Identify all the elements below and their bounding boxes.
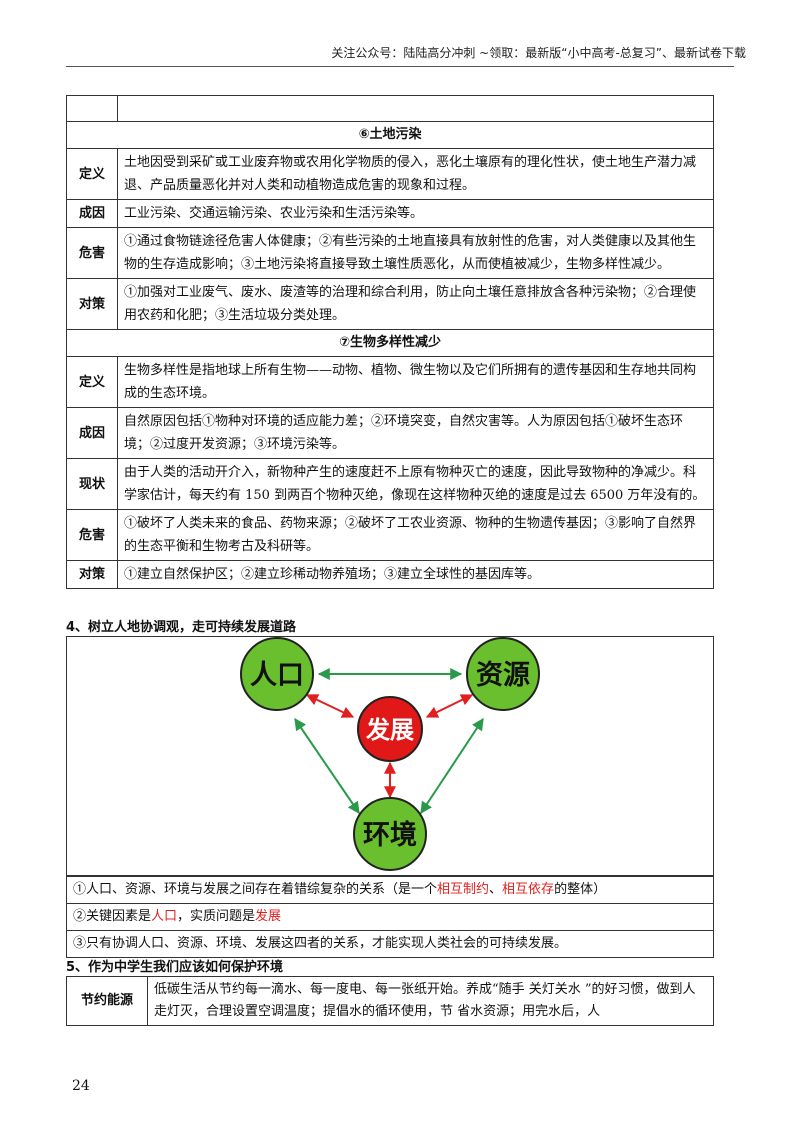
label-development: 发展 xyxy=(365,716,414,744)
row-label: 成因 xyxy=(66,199,118,228)
row-text: 低碳生活从节约每一滴水、每一度电、每一张纸开始。养成“随手 关灯关水 ”的好习惯… xyxy=(147,976,714,1026)
note-2: ②关键因素是人口，实质问题是发展 xyxy=(66,903,714,931)
row-label: 危害 xyxy=(66,509,118,561)
arrow-population-environment xyxy=(294,718,360,814)
empty-cell xyxy=(66,95,118,122)
note-highlight: 人口 xyxy=(151,909,178,924)
table-row: 定义 土地因受到采矿或工业废弃物或农用化学物质的侵入，恶化土壤原有的理化性状，使… xyxy=(66,148,714,200)
row-label: 节约能源 xyxy=(66,976,148,1026)
row-label: 危害 xyxy=(66,227,118,279)
row-text: ①破坏了人类未来的食品、药物来源；②破坏了工农业资源、物种的生物遗传基因；③影响… xyxy=(117,509,714,561)
note-text: ①人口、资源、环境与发展之间存在着错综复杂的关系（是一个 xyxy=(73,882,438,897)
table-row: 节约能源 低碳生活从节约每一滴水、每一度电、每一张纸开始。养成“随手 关灯关水 … xyxy=(66,976,714,1026)
table-row: 成因 工业污染、交通运输污染、农业污染和生活污染等。 xyxy=(66,199,714,228)
row-label: 对策 xyxy=(66,278,118,330)
table-row: 现状 由于人类的活动开介入，新物种产生的速度赶不上原有物种灭亡的速度，因此导致物… xyxy=(66,458,714,510)
note-highlight: 发展 xyxy=(255,909,282,924)
page-header: 关注公众号：陆陆高分冲刺 ~领取：最新版“小中高考-总复习”、最新试卷下载 xyxy=(331,46,746,60)
row-text: ①建立自然保护区；②建立珍稀动物养殖场；③建立全球性的基因库等。 xyxy=(117,560,714,589)
note-text: ，实质问题是 xyxy=(177,909,256,924)
diagram-svg: 人口 资源 发展 环境 xyxy=(240,637,540,871)
row-text: ①通过食物链途径危害人体健康；②有些污染的土地直接具有放射性的危害，对人类健康以… xyxy=(117,227,714,279)
header-divider xyxy=(66,66,734,67)
section-title-soil: ⑥土地污染 xyxy=(66,121,714,149)
row-label: 成因 xyxy=(66,407,118,459)
label-population: 人口 xyxy=(250,660,304,691)
note-highlight: 相互制约 xyxy=(437,882,490,897)
row-text: 自然原因包括①物种对环境的适应能力差；②环境突变，自然灾害等。人为原因包括①破坏… xyxy=(117,407,714,459)
row-text: ①加强对工业废气、废水、废渣等的治理和综合利用，防止向土壤任意排放含各种污染物；… xyxy=(117,278,714,330)
row-label: 对策 xyxy=(66,560,118,589)
table-row: 定义 生物多样性是指地球上所有生物——动物、植物、微生物以及它们所拥有的遗传基因… xyxy=(66,356,714,408)
note-row: ②关键因素是人口，实质问题是发展 xyxy=(66,903,714,931)
row-label: 定义 xyxy=(66,356,118,408)
arrow-population-development xyxy=(305,694,355,718)
row-text: 工业污染、交通运输污染、农业污染和生活污染等。 xyxy=(117,199,714,228)
pollution-table: ⑥土地污染 定义 土地因受到采矿或工业废弃物或农用化学物质的侵入，恶化土壤原有的… xyxy=(66,95,714,589)
label-resources: 资源 xyxy=(476,660,530,691)
section-4-heading: 4、树立人地协调观，走可持续发展道路 xyxy=(66,620,297,635)
note-row: ①人口、资源、环境与发展之间存在着错综复杂的关系（是一个相互制约、相互依存的整体… xyxy=(66,876,714,904)
note-3: ③只有协调人口、资源、环境、发展这四者的关系，才能实现人类社会的可持续发展。 xyxy=(66,930,714,958)
relationship-notes: ①人口、资源、环境与发展之间存在着错综复杂的关系（是一个相互制约、相互依存的整体… xyxy=(66,876,714,958)
row-text: 土地因受到采矿或工业废弃物或农用化学物质的侵入，恶化土壤原有的理化性状，使土地生… xyxy=(117,148,714,200)
row-label: 定义 xyxy=(66,148,118,200)
empty-cell xyxy=(117,95,714,122)
table-row: 对策 ①加强对工业废气、废水、废渣等的治理和综合利用，防止向土壤任意排放含各种污… xyxy=(66,278,714,330)
table-row: 对策 ①建立自然保护区；②建立珍稀动物养殖场；③建立全球性的基因库等。 xyxy=(66,560,714,589)
page-number: 24 xyxy=(72,1078,90,1094)
arrow-resources-development xyxy=(425,694,474,718)
note-1: ①人口、资源、环境与发展之间存在着错综复杂的关系（是一个相互制约、相互依存的整体… xyxy=(66,876,714,904)
relationship-diagram: 人口 资源 发展 环境 xyxy=(66,636,714,876)
note-highlight: 相互依存 xyxy=(502,882,555,897)
section-5-heading: 5、作为中学生我们应该如何保护环境 xyxy=(66,960,284,975)
node-population xyxy=(240,637,314,711)
section-title-row: ⑦生物多样性减少 xyxy=(66,329,714,357)
node-resources xyxy=(466,637,540,711)
note-text: 的整体） xyxy=(554,882,607,897)
note-text: 、 xyxy=(489,882,503,897)
row-text: 由于人类的活动开介入，新物种产生的速度赶不上原有物种灭亡的速度，因此导致物种的净… xyxy=(117,458,714,510)
table-row: 危害 ①通过食物链途径危害人体健康；②有些污染的土地直接具有放射性的危害，对人类… xyxy=(66,227,714,279)
section-title-biodiversity: ⑦生物多样性减少 xyxy=(66,329,714,357)
table-row: 危害 ①破坏了人类未来的食品、药物来源；②破坏了工农业资源、物种的生物遗传基因；… xyxy=(66,509,714,561)
row-text: 生物多样性是指地球上所有生物——动物、植物、微生物以及它们所拥有的遗传基因和生存… xyxy=(117,356,714,408)
label-environment: 环境 xyxy=(363,820,417,851)
note-text: ②关键因素是 xyxy=(73,909,152,924)
arrow-resources-environment xyxy=(420,717,484,815)
note-row: ③只有协调人口、资源、环境、发展这四者的关系，才能实现人类社会的可持续发展。 xyxy=(66,930,714,958)
table-row: 成因 自然原因包括①物种对环境的适应能力差；②环境突变，自然灾害等。人为原因包括… xyxy=(66,407,714,459)
empty-row xyxy=(66,95,714,122)
section-title-row: ⑥土地污染 xyxy=(66,121,714,149)
node-development xyxy=(357,696,423,762)
row-label: 现状 xyxy=(66,458,118,510)
node-environment xyxy=(353,797,427,871)
energy-saving-table: 节约能源 低碳生活从节约每一滴水、每一度电、每一张纸开始。养成“随手 关灯关水 … xyxy=(66,976,714,1026)
